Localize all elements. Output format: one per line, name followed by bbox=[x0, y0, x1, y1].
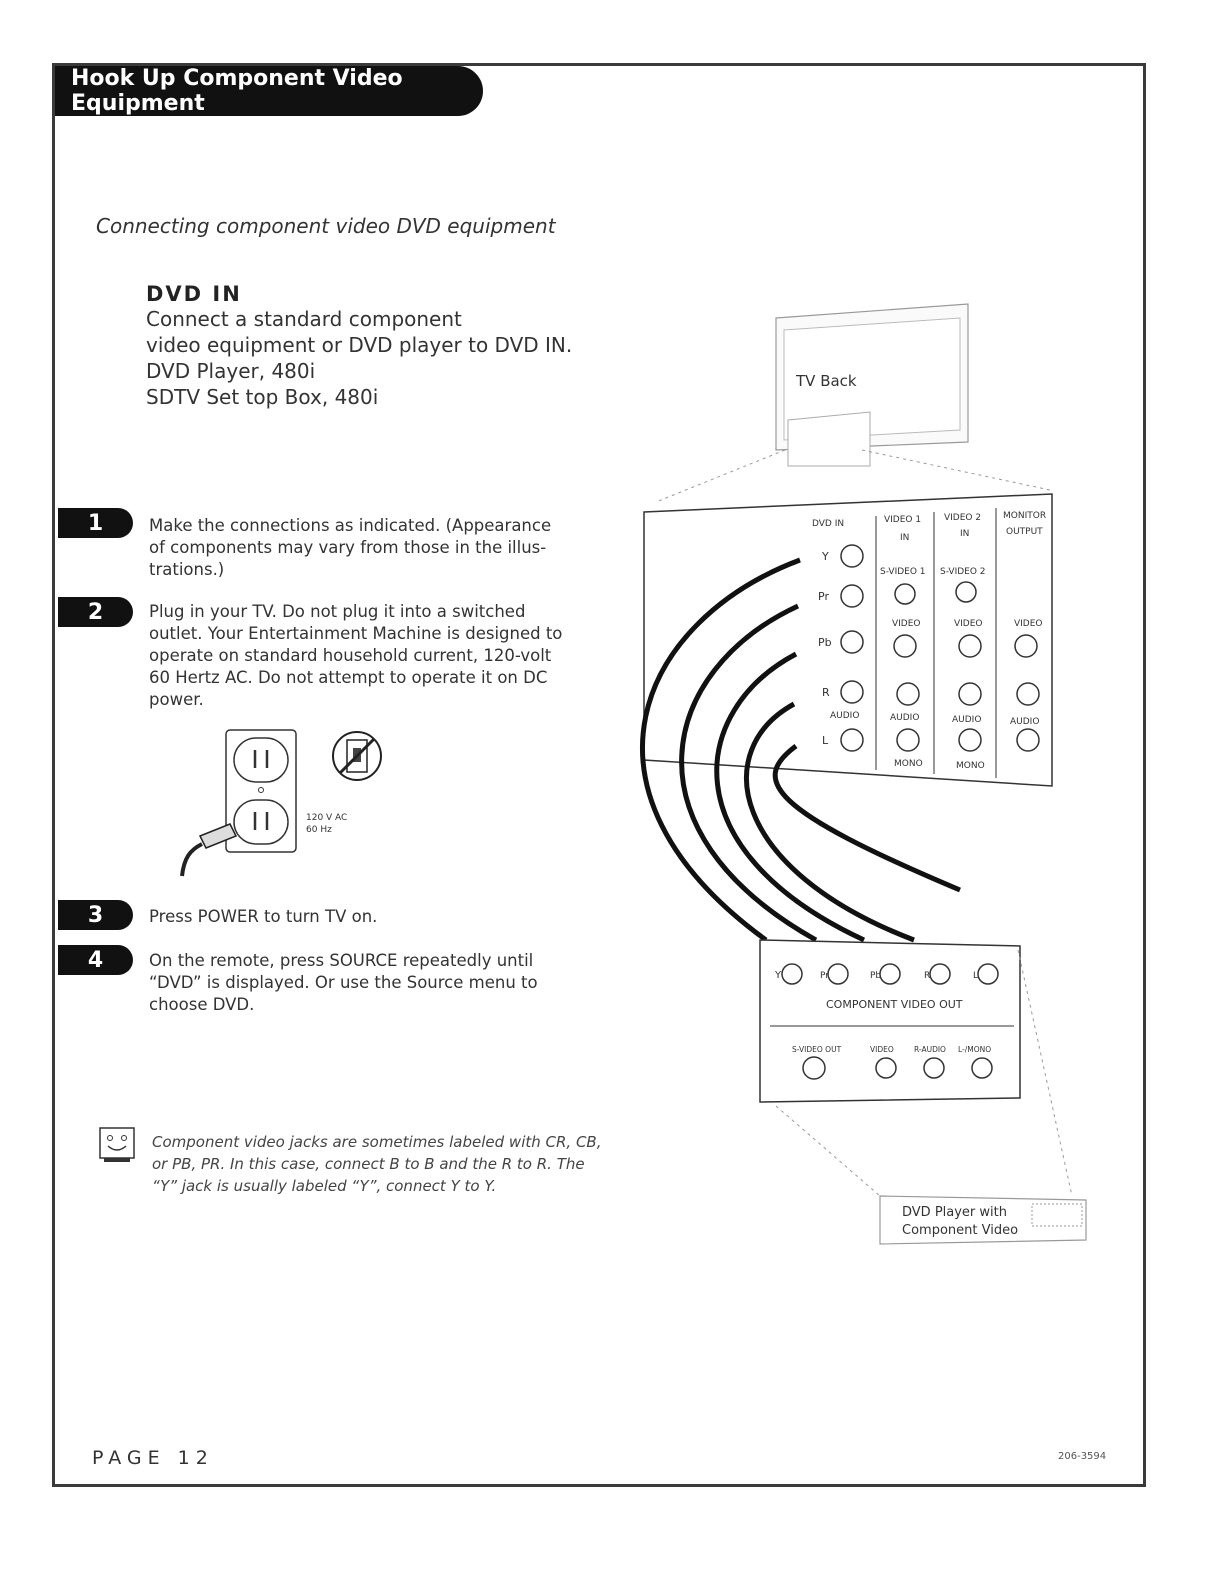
cable-y bbox=[640, 557, 801, 943]
dvd-in-line: video equipment or DVD player to DVD IN. bbox=[146, 333, 573, 357]
dvd-in-line: DVD Player, 480i bbox=[146, 359, 316, 383]
outlet-illustration: 120 V AC 60 Hz bbox=[180, 729, 382, 877]
dvd-y-label: Y bbox=[821, 550, 829, 563]
panel-svideo1-label: S-VIDEO 1 bbox=[880, 567, 926, 577]
section-title: Hook Up Component Video Equipment bbox=[71, 66, 403, 116]
step-number: 1 bbox=[58, 508, 133, 538]
tv-input-panel: DVD IN VIDEO 1 IN VIDEO 2 IN MONITOR OUT… bbox=[643, 493, 1053, 787]
video2-mono-label: MONO bbox=[956, 761, 985, 771]
tv-back-label: TV Back bbox=[795, 372, 857, 390]
out-y-label: Y bbox=[774, 970, 782, 981]
dvd-player-label-line1: DVD Player with bbox=[902, 1205, 1007, 1220]
cable-l bbox=[772, 743, 961, 893]
cable-r bbox=[744, 701, 915, 943]
svideo-out-label: S-VIDEO OUT bbox=[792, 1045, 842, 1054]
panel-video2-label: VIDEO 2 bbox=[944, 513, 981, 523]
step-number: 3 bbox=[58, 900, 133, 930]
video1-audio-label: AUDIO bbox=[890, 713, 919, 723]
page-number: PAGE 12 bbox=[92, 1447, 214, 1469]
cable-pb bbox=[714, 651, 866, 943]
dvd-audio-label: AUDIO bbox=[830, 711, 859, 721]
outlet-frequency-label: 60 Hz bbox=[306, 825, 332, 835]
dvd-pr-jack bbox=[840, 584, 864, 608]
dvd-in-block: DVD IN Connect a standard component vide… bbox=[146, 282, 586, 410]
video-out-jack bbox=[875, 1057, 897, 1079]
svideo2-jack bbox=[955, 581, 977, 603]
l-mono-out-jack bbox=[971, 1057, 993, 1079]
dvd-l-label: L bbox=[822, 734, 829, 747]
step-text: Press POWER to turn TV on. bbox=[149, 907, 378, 926]
r-audio-out-jack bbox=[923, 1057, 945, 1079]
out-pb-label: Pb bbox=[870, 971, 881, 981]
monitor-audio-label: AUDIO bbox=[1010, 717, 1039, 727]
outlet-voltage-label: 120 V AC bbox=[306, 813, 347, 823]
panel-video1-jack-label: VIDEO bbox=[892, 619, 921, 629]
dvd-player-illustration: DVD Player with Component Video bbox=[879, 1195, 1087, 1245]
dvd-pr-label: Pr bbox=[818, 590, 829, 603]
step-number: 2 bbox=[58, 597, 133, 627]
dvd-r-jack bbox=[840, 680, 864, 704]
outlet-socket-top bbox=[233, 737, 289, 783]
document-code: 206-3594 bbox=[1058, 1451, 1107, 1462]
dvd-pb-jack bbox=[840, 630, 864, 654]
panel-svideo2-label: S-VIDEO 2 bbox=[940, 567, 986, 577]
plug-icon bbox=[198, 823, 238, 849]
step-number: 4 bbox=[58, 945, 133, 975]
dvd-in-heading: DVD IN bbox=[146, 282, 242, 306]
component-video-out-label: COMPONENT VIDEO OUT bbox=[826, 998, 963, 1011]
step-text: Make the connections as indicated. (Appe… bbox=[149, 516, 552, 579]
intro-subtitle: Connecting component video DVD equipment bbox=[96, 214, 556, 238]
out-r-label: R bbox=[924, 971, 930, 981]
video1-jack bbox=[893, 634, 917, 658]
panel-dvd-in-label: DVD IN bbox=[812, 519, 844, 529]
outlet-socket-bottom bbox=[233, 799, 289, 845]
dvd-l-mono-label: L-/MONO bbox=[958, 1045, 991, 1054]
out-pr-label: Pr bbox=[820, 971, 829, 981]
out-r-jack bbox=[929, 963, 951, 985]
dvd-pb-label: Pb bbox=[818, 636, 832, 649]
panel-monitor-label: MONITOR bbox=[1003, 511, 1046, 521]
video2-audio-label: AUDIO bbox=[952, 715, 981, 725]
panel-video1-in-label: IN bbox=[900, 533, 909, 543]
video1-mono-label: MONO bbox=[894, 759, 923, 769]
monitor-video-jack bbox=[1014, 634, 1038, 658]
dvd-r-label: R bbox=[822, 686, 830, 699]
dvd-y-jack bbox=[840, 544, 864, 568]
step-text: On the remote, press SOURCE repeatedly u… bbox=[149, 951, 538, 1014]
component-cables bbox=[640, 557, 961, 943]
power-cord bbox=[180, 842, 203, 877]
dvd-l-jack bbox=[840, 728, 864, 752]
panel-video2-in-label: IN bbox=[960, 529, 969, 539]
out-pr-jack bbox=[827, 963, 849, 985]
dvd-player-label-line2: Component Video bbox=[902, 1223, 1018, 1238]
note-text: Component video jacks are sometimes labe… bbox=[152, 1133, 602, 1195]
video2-jack bbox=[958, 634, 982, 658]
panel-video2-jack-label: VIDEO bbox=[954, 619, 983, 629]
out-pb-jack bbox=[879, 963, 901, 985]
page-frame bbox=[52, 63, 1146, 1487]
dvd-video-label: VIDEO bbox=[870, 1045, 894, 1054]
connection-diagram: TV Back DVD IN VIDEO 1 IN VIDEO 2 IN MON… bbox=[640, 303, 1087, 1245]
note-icon bbox=[99, 1127, 135, 1162]
panel-output-label: OUTPUT bbox=[1006, 527, 1043, 537]
dvd-in-line: Connect a standard component bbox=[146, 307, 462, 331]
svideo-out-jack bbox=[802, 1056, 826, 1080]
section-header: Hook Up Component Video Equipment bbox=[55, 66, 483, 116]
out-l-jack bbox=[977, 963, 999, 985]
dvd-output-panel: Y Pr Pb R L COMPONENT VIDEO OUT S-VIDEO … bbox=[759, 939, 1021, 1103]
cable-pr bbox=[679, 603, 818, 943]
panel-video1-label: VIDEO 1 bbox=[884, 515, 921, 525]
panel-monitor-video-label: VIDEO bbox=[1014, 619, 1043, 629]
svideo1-jack bbox=[894, 583, 916, 605]
tv-back-illustration: TV Back bbox=[775, 303, 969, 467]
out-l-label: L bbox=[973, 971, 978, 981]
step-text: Plug in your TV. Do not plug it into a s… bbox=[149, 602, 563, 709]
out-y-jack bbox=[781, 963, 803, 985]
dvd-r-audio-label: R-AUDIO bbox=[914, 1045, 946, 1054]
dvd-in-line: SDTV Set top Box, 480i bbox=[146, 385, 379, 409]
